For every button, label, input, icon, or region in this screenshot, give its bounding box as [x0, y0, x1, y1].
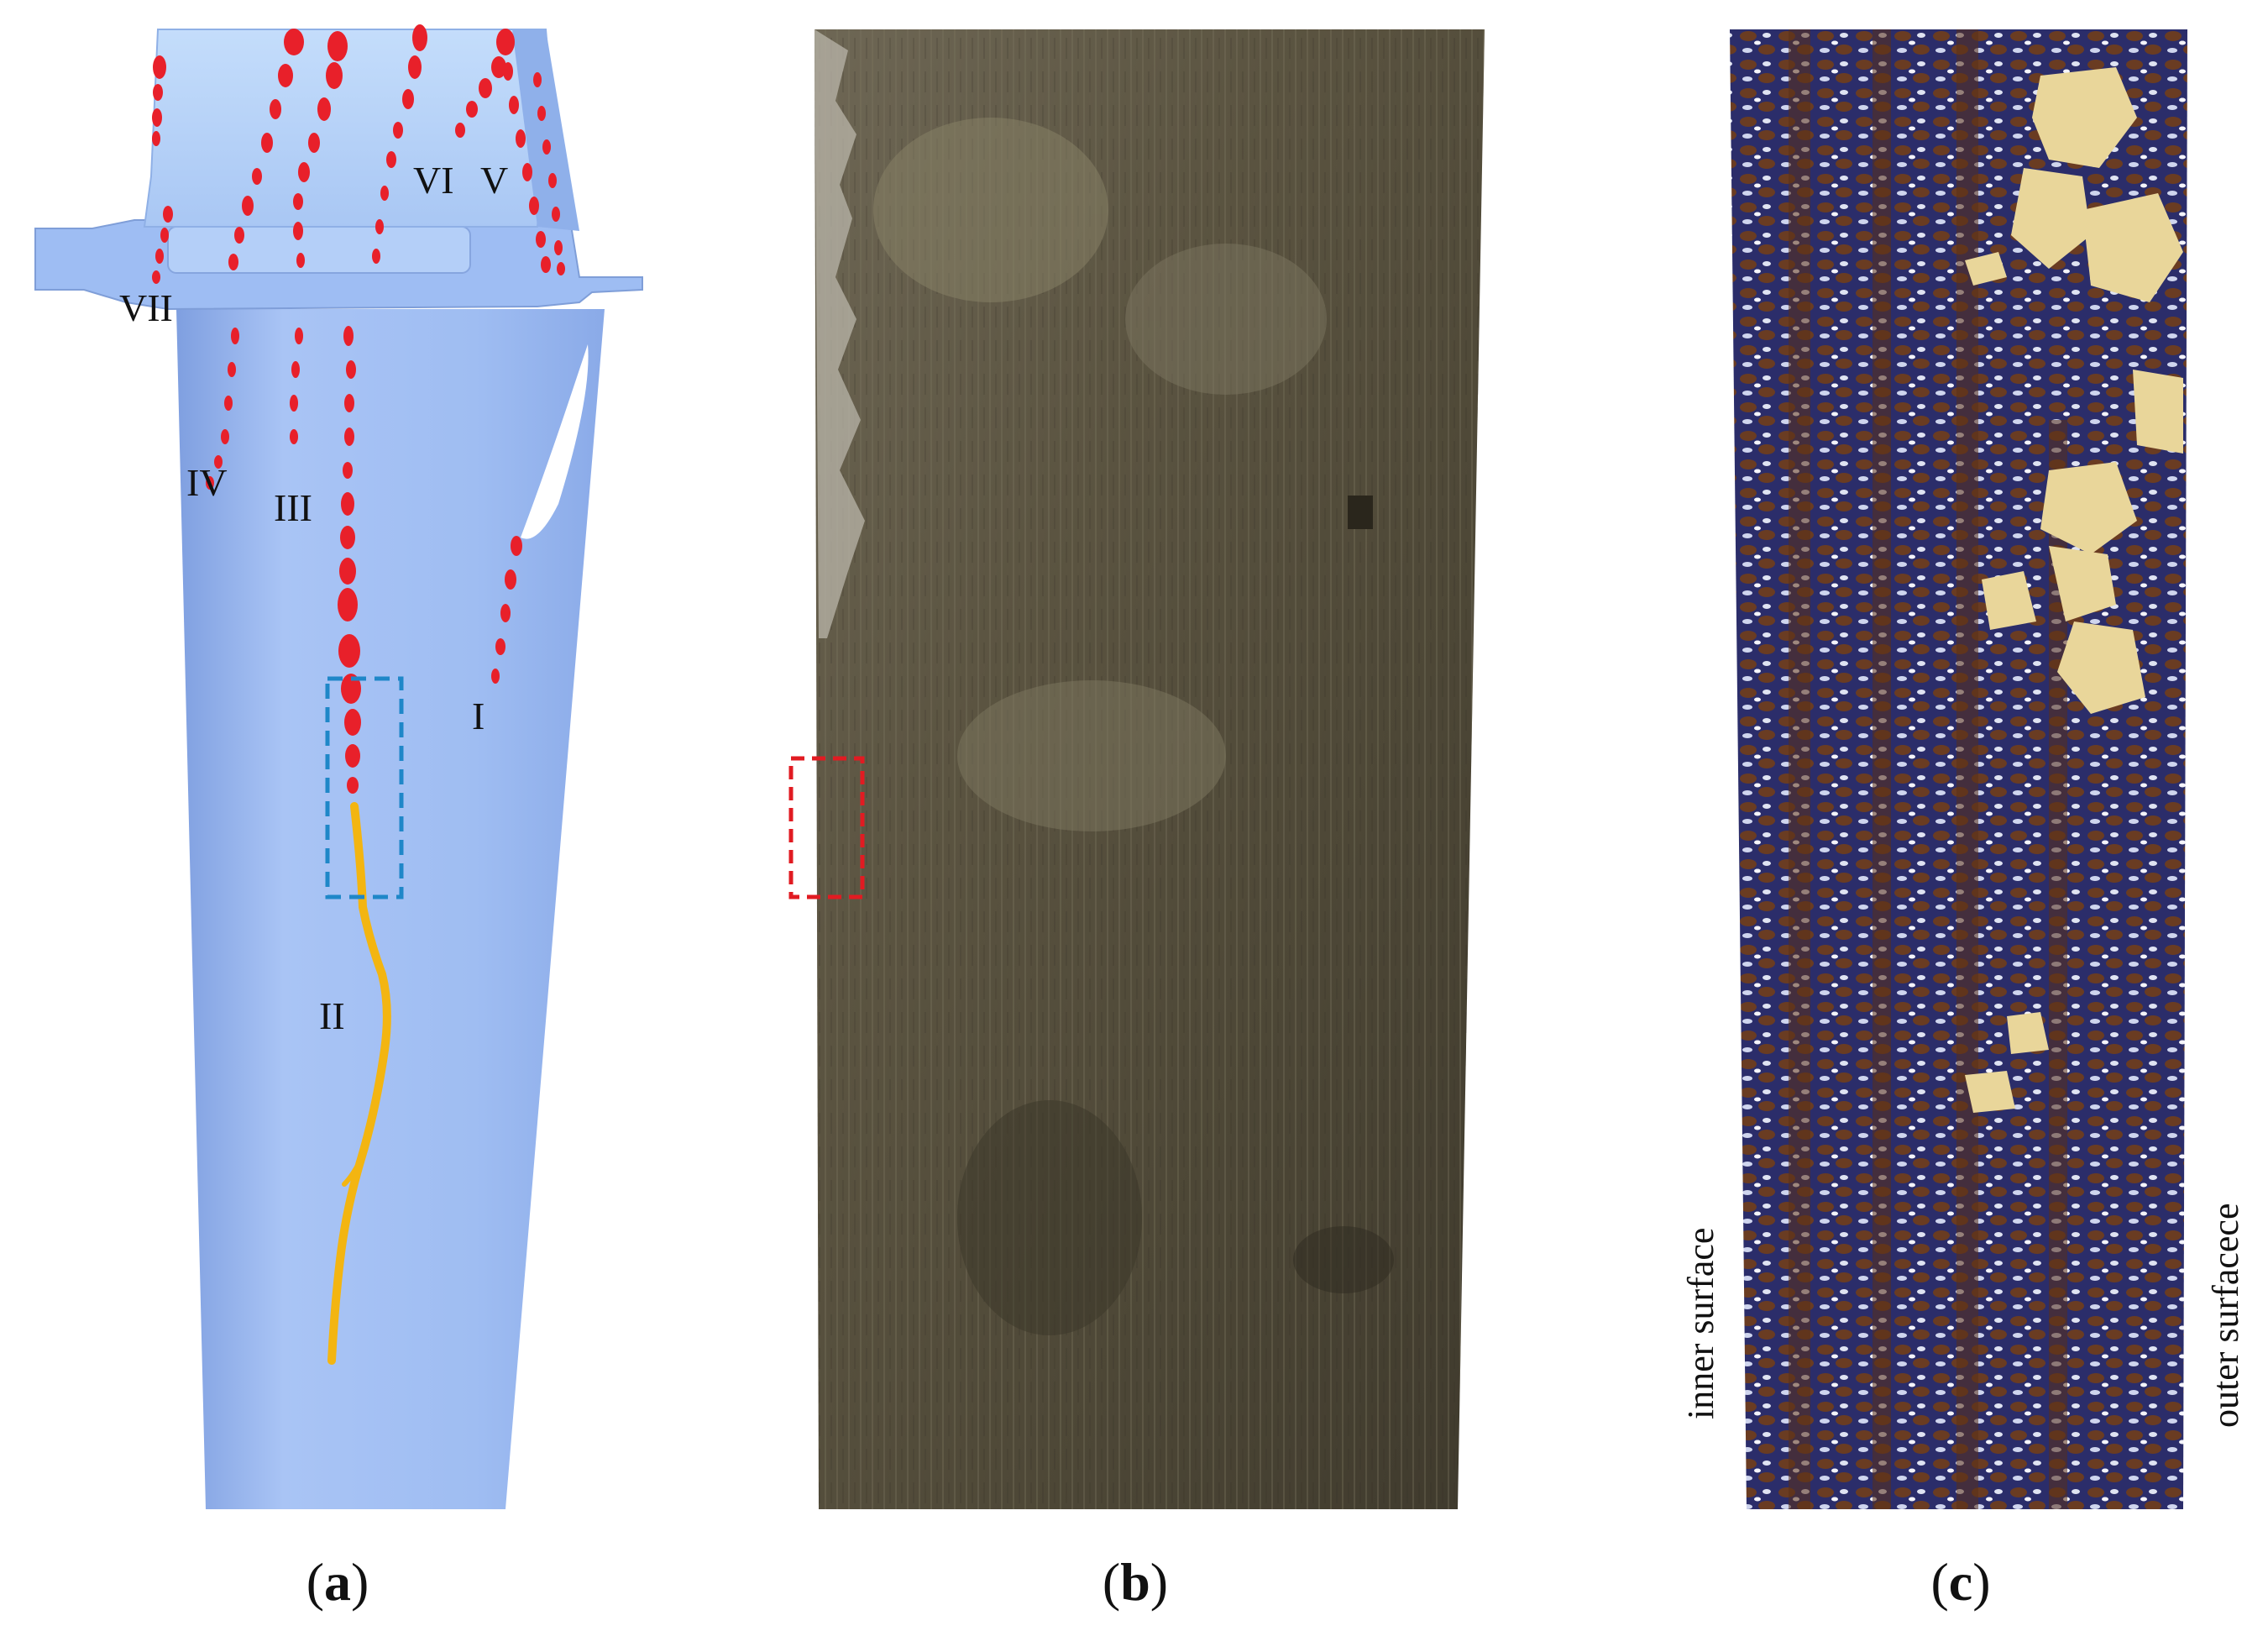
platform-slot [167, 226, 471, 274]
caption-b: (b) [1103, 1552, 1168, 1612]
red-dot-chains [152, 24, 565, 794]
panel-a-blade-diagram: VII IV III VI V I II [34, 24, 643, 1509]
spallation-white [521, 344, 589, 539]
blade-airfoil [176, 309, 605, 1509]
label-vi: VI [413, 159, 454, 202]
crack-branch [342, 1156, 364, 1187]
panel-b-photo [788, 29, 1485, 1509]
label-iv: IV [186, 461, 228, 504]
dendrite-columns [1789, 29, 2067, 1509]
shroud-side [512, 29, 579, 231]
crack-path-ii [327, 802, 391, 1365]
phase-patches [1965, 67, 2183, 1113]
surface-highlights [873, 118, 1394, 1335]
label-ii: II [319, 994, 345, 1037]
label-i: I [472, 695, 485, 737]
pit-1 [1348, 496, 1373, 529]
caption-a: (a) [306, 1552, 369, 1612]
label-v: V [480, 159, 508, 202]
panel-c-micrograph: inner surface outer surfacece [1680, 29, 2246, 1509]
label-iii: III [274, 486, 312, 529]
label-inner-surface: inner surface [1680, 1228, 1721, 1419]
label-outer-surface: outer surfacece [2205, 1204, 2246, 1428]
region-box-blue [325, 676, 404, 899]
caption-c: (c) [1930, 1552, 1990, 1612]
label-vii: VII [119, 286, 173, 329]
edge-damage [814, 29, 865, 638]
